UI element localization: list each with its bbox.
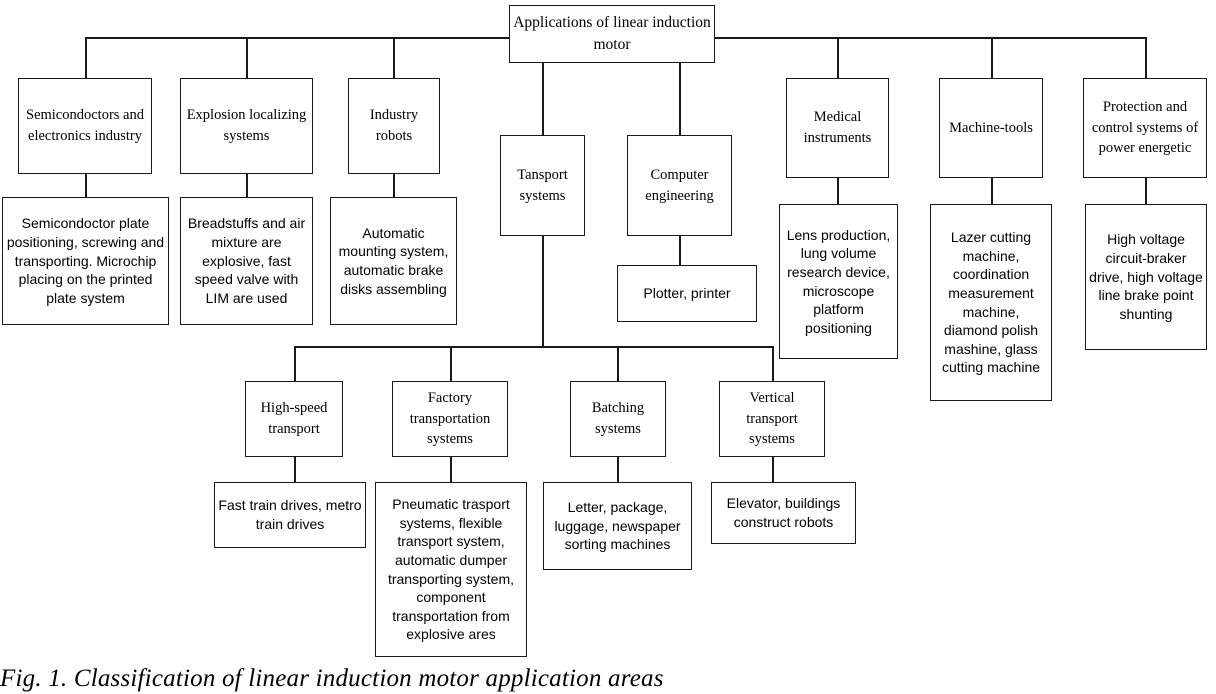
node-explosion-label: Explosion localizing systems: [186, 107, 307, 144]
node-vertical-leaf[interactable]: Elevator, buildings construct robots: [711, 482, 856, 544]
connector-vertical-to-leaf: [772, 457, 774, 482]
node-industry-robots[interactable]: Industry robots: [348, 78, 440, 174]
node-machine-tools-label: Machine-tools: [949, 119, 1033, 136]
node-industry-robots-leaf-label: Automatic mounting system, automatic bra…: [338, 224, 449, 297]
node-industry-robots-label: Industry robots: [369, 107, 419, 144]
node-machine-tools-leaf[interactable]: Lazer cutting machine, coordination meas…: [930, 204, 1052, 401]
node-semiconductors[interactable]: Semicondoctors and electronics industry: [18, 78, 152, 174]
connector-protection-to-leaf: [1145, 178, 1147, 205]
connector-batching-to-leaf: [617, 457, 619, 482]
node-computer-engineering-label: Computer engineering: [645, 166, 714, 204]
node-industry-robots-leaf[interactable]: Automatic mounting system, automatic bra…: [330, 197, 457, 325]
connector-drop-semiconductors: [85, 37, 87, 78]
connector-transport-to-subbus: [542, 236, 544, 347]
node-semiconductors-label: Semicondoctors and electronics industry: [26, 107, 144, 144]
connector-drop-machine-tools: [991, 37, 993, 78]
node-computer-engineering[interactable]: Computer engineering: [627, 135, 732, 236]
node-explosion-leaf-label: Breadstuffs and air mixture are explosiv…: [187, 215, 306, 306]
node-medical-leaf-label: Lens production, lung volume research de…: [786, 226, 891, 336]
node-batching-systems[interactable]: Batching systems: [570, 381, 666, 457]
node-batching-leaf[interactable]: Letter, package, luggage, newspaper sort…: [543, 482, 692, 570]
connector-factory-to-leaf: [450, 457, 452, 482]
node-medical-leaf[interactable]: Lens production, lung volume research de…: [779, 204, 898, 359]
node-protection-leaf-label: High voltage circuit-braker drive, high …: [1089, 231, 1203, 322]
node-factory-transportation-label: Factory transportation systems: [409, 390, 491, 448]
node-computer-leaf-label: Plotter, printer: [643, 285, 731, 302]
node-high-speed-leaf-label: Fast train drives, metro train drives: [218, 497, 362, 532]
node-factory-leaf[interactable]: Pneumatic trasport systems, flexible tra…: [375, 482, 527, 657]
node-transport-systems-label: Tansport systems: [517, 166, 568, 204]
connector-computer-to-leaf: [679, 236, 681, 265]
node-factory-transportation[interactable]: Factory transportation systems: [392, 381, 508, 457]
node-machine-tools[interactable]: Machine-tools: [939, 78, 1043, 178]
connector-drop-industry-robots: [393, 37, 395, 78]
connector-semiconductors-to-leaf: [85, 173, 87, 198]
node-high-speed-transport[interactable]: High-speed transport: [245, 381, 343, 457]
node-machine-tools-leaf-label: Lazer cutting machine, coordination meas…: [941, 229, 1041, 376]
node-protection-leaf[interactable]: High voltage circuit-braker drive, high …: [1085, 204, 1207, 350]
node-semiconductors-leaf[interactable]: Semicondoctor plate positioning, screwin…: [2, 197, 169, 325]
node-medical-instruments[interactable]: Medical instruments: [786, 78, 889, 178]
node-explosion-leaf[interactable]: Breadstuffs and air mixture are explosiv…: [180, 197, 313, 325]
connector-drop-high-speed: [294, 346, 296, 381]
node-semiconductors-leaf-label: Semicondoctor plate positioning, screwin…: [6, 215, 165, 306]
node-computer-leaf[interactable]: Plotter, printer: [617, 265, 757, 322]
node-root-label: Applications of linear induction motor: [513, 13, 711, 53]
node-vertical-transport-label: Vertical transport systems: [746, 390, 798, 448]
connector-drop-factory: [450, 346, 452, 381]
connector-explosion-to-leaf: [246, 173, 248, 198]
connector-drop-medical: [837, 37, 839, 78]
connector-drop-vertical: [772, 346, 774, 381]
node-vertical-leaf-label: Elevator, buildings construct robots: [726, 495, 841, 530]
node-batching-leaf-label: Letter, package, luggage, newspaper sort…: [554, 499, 681, 553]
connector-medical-to-leaf: [837, 178, 839, 205]
node-vertical-transport[interactable]: Vertical transport systems: [719, 381, 825, 457]
node-transport-systems[interactable]: Tansport systems: [500, 135, 585, 236]
connector-industry-robots-to-leaf: [393, 173, 395, 198]
connector-drop-protection: [1145, 37, 1147, 78]
node-protection-label: Protection and control systems of power …: [1091, 99, 1199, 157]
node-batching-systems-label: Batching systems: [591, 400, 645, 437]
node-high-speed-transport-label: High-speed transport: [260, 400, 328, 437]
connector-machine-tools-to-leaf: [991, 178, 993, 205]
node-factory-leaf-label: Pneumatic trasport systems, flexible tra…: [387, 496, 515, 643]
node-high-speed-leaf[interactable]: Fast train drives, metro train drives: [214, 482, 366, 548]
connector-root-bottom-stub: [542, 60, 544, 140]
node-protection[interactable]: Protection and control systems of power …: [1083, 78, 1207, 178]
connector-transport-sub-bus: [294, 346, 773, 348]
node-root[interactable]: Applications of linear induction motor: [509, 5, 715, 63]
connector-drop-computer: [679, 60, 681, 140]
node-medical-instruments-label: Medical instruments: [803, 109, 872, 146]
connector-drop-batching: [617, 346, 619, 381]
connector-drop-explosion: [246, 37, 248, 78]
connector-high-speed-to-leaf: [294, 457, 296, 482]
node-explosion[interactable]: Explosion localizing systems: [180, 78, 313, 174]
figure-caption: Fig. 1. Classification of linear inducti…: [0, 665, 664, 692]
